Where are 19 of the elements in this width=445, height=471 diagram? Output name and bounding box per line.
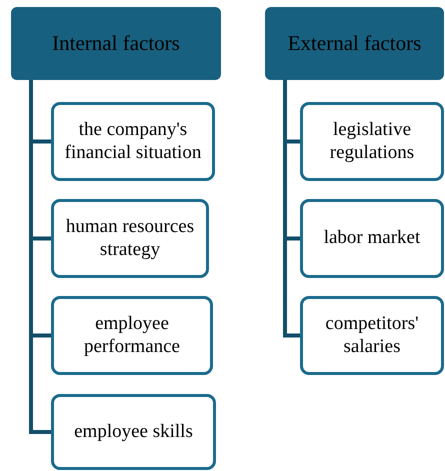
box-label: External factors: [288, 30, 422, 56]
box-label: employee skills: [74, 420, 193, 444]
category-header-box: [265, 7, 444, 80]
category-header-box: [11, 7, 221, 80]
box-label: human resources strategy: [64, 216, 196, 262]
factor-box: [51, 296, 213, 375]
factor-box: [300, 199, 444, 278]
box-label: competitors' salaries: [324, 312, 420, 358]
factor-box: [300, 102, 444, 181]
box-label: employee performance: [83, 312, 181, 358]
connector-line: [29, 80, 51, 434]
factor-box: [51, 394, 216, 470]
box-label: Internal factors: [52, 30, 180, 56]
box-label: the company's financial situation: [64, 118, 202, 164]
box-label: labor market: [324, 227, 420, 250]
factor-box: [51, 102, 215, 181]
factor-box: [51, 199, 209, 278]
factor-box: [300, 296, 444, 375]
box-label: legislative regulations: [328, 118, 416, 164]
